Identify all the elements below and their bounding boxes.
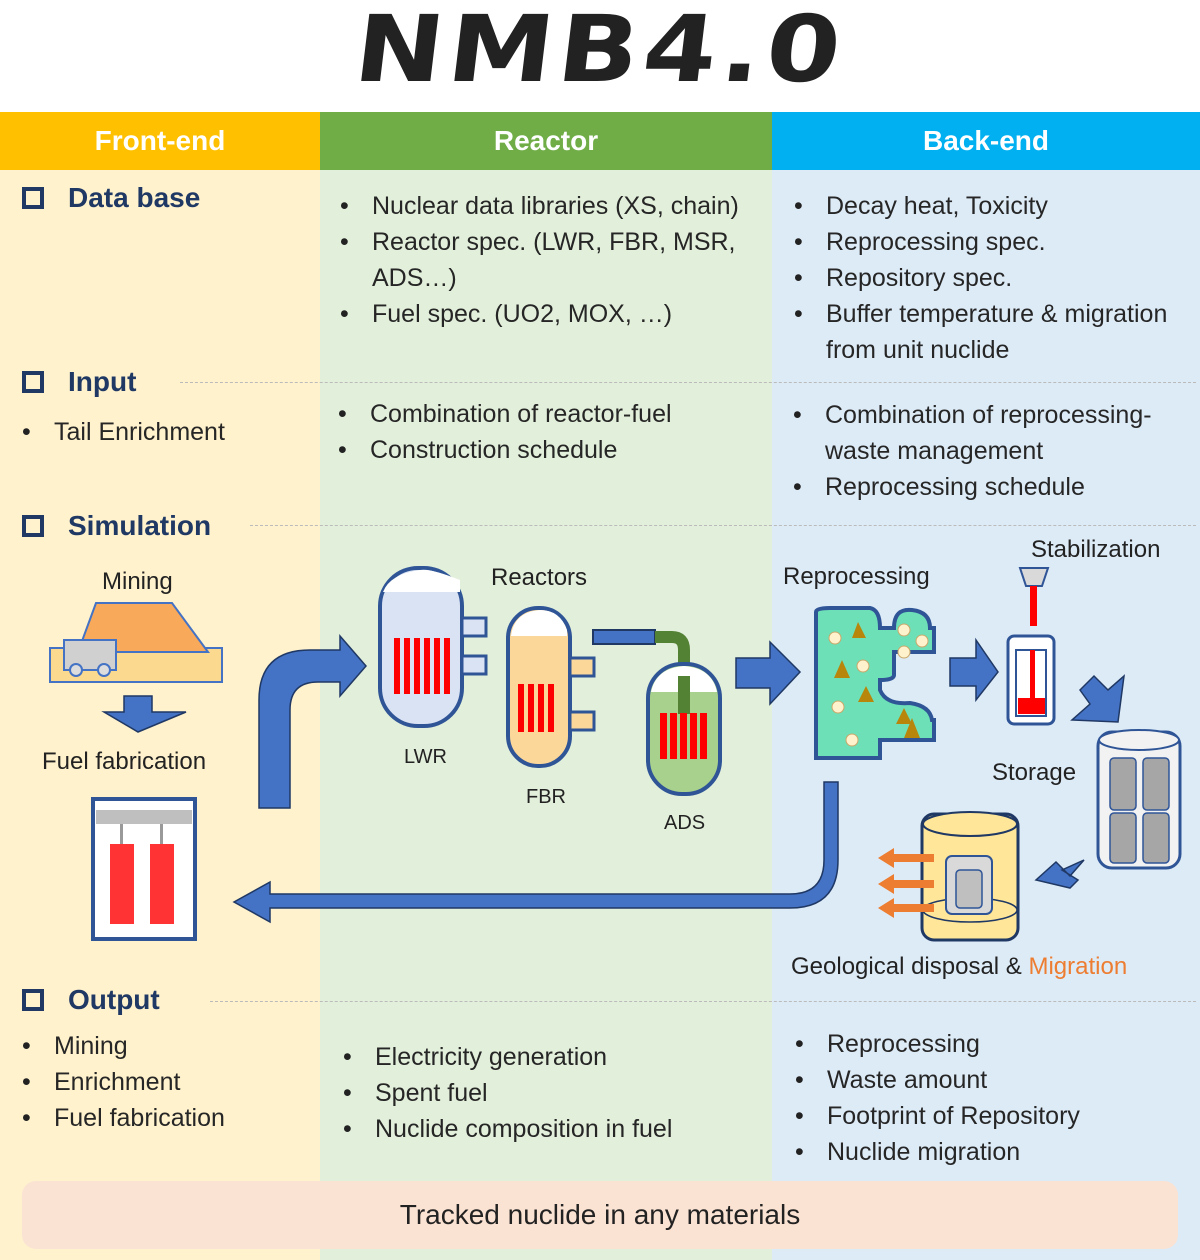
mining-icon bbox=[49, 602, 223, 683]
label-storage: Storage bbox=[992, 759, 1077, 786]
label-migration: Migration bbox=[1028, 953, 1128, 980]
database-reactor-list: Nuclear data libraries (XS, chain) React… bbox=[338, 188, 778, 332]
label-lwr: LWR bbox=[404, 746, 447, 768]
section-title: Simulation bbox=[68, 510, 212, 541]
list-item: Decay heat, Toxicity bbox=[792, 188, 1192, 224]
section-title: Data base bbox=[68, 182, 201, 213]
footer-banner: Tracked nuclide in any materials bbox=[22, 1181, 1178, 1249]
input-front-list: Tail Enrichment bbox=[20, 414, 320, 450]
output-reactor-list: Electricity generation Spent fuel Nuclid… bbox=[341, 1039, 771, 1147]
reactor-header: Reactor bbox=[320, 112, 772, 170]
stabilization-icon bbox=[1006, 567, 1056, 726]
section-database: Data base bbox=[22, 182, 200, 214]
list-item: Reprocessing schedule bbox=[791, 469, 1196, 505]
return-arrow-icon bbox=[232, 781, 839, 924]
list-item: Electricity generation bbox=[341, 1039, 771, 1075]
list-item: Mining bbox=[20, 1028, 320, 1064]
list-item: Nuclide migration bbox=[793, 1134, 1193, 1170]
section-output: Output bbox=[22, 984, 160, 1016]
lwr-reactor-icon bbox=[378, 566, 488, 728]
list-item: Fuel spec. (UO2, MOX, …) bbox=[338, 296, 778, 332]
geological-repository-icon bbox=[920, 811, 1020, 942]
fuel-assembly-icon bbox=[91, 797, 197, 941]
list-item: Fuel fabrication bbox=[20, 1100, 320, 1136]
list-item: Reprocessing spec. bbox=[792, 224, 1192, 260]
section-input: Input bbox=[22, 366, 136, 398]
back-end-header: Back-end bbox=[772, 112, 1200, 170]
label-geological-text: Geological disposal & bbox=[791, 953, 1029, 980]
arrow-down-icon bbox=[101, 695, 187, 733]
section-title: Input bbox=[68, 366, 137, 397]
list-item: Reprocessing bbox=[793, 1026, 1193, 1062]
divider bbox=[210, 1001, 1196, 1002]
list-item: Enrichment bbox=[20, 1064, 320, 1100]
reprocessing-plant-icon bbox=[814, 606, 936, 760]
arrow-down-left-icon bbox=[1034, 859, 1085, 889]
list-item: Construction schedule bbox=[336, 432, 766, 468]
label-stabilization: Stabilization bbox=[1031, 536, 1161, 563]
label-ads: ADS bbox=[664, 812, 706, 834]
output-front-list: Mining Enrichment Fuel fabrication bbox=[20, 1028, 320, 1136]
input-reactor-list: Combination of reactor-fuel Construction… bbox=[336, 396, 766, 468]
fbr-reactor-icon bbox=[506, 606, 596, 768]
ads-reactor-icon bbox=[592, 629, 722, 796]
square-bullet-icon bbox=[22, 989, 44, 1011]
list-item: Spent fuel bbox=[341, 1075, 771, 1111]
list-item: Waste amount bbox=[793, 1062, 1193, 1098]
label-mining: Mining bbox=[102, 568, 173, 595]
list-item: Combination of reactor-fuel bbox=[336, 396, 766, 432]
list-item: Nuclide composition in fuel bbox=[341, 1111, 771, 1147]
list-item: Nuclear data libraries (XS, chain) bbox=[338, 188, 778, 224]
arrow-to-reactors-icon bbox=[258, 633, 367, 809]
migration-arrows-icon bbox=[878, 848, 934, 918]
square-bullet-icon bbox=[22, 371, 44, 393]
arrow-down-right-icon bbox=[1070, 674, 1126, 723]
list-item: Combination of reprocessing-waste manage… bbox=[791, 397, 1196, 469]
arrow-right-icon bbox=[949, 637, 999, 703]
database-back-list: Decay heat, Toxicity Reprocessing spec. … bbox=[792, 188, 1192, 368]
output-back-list: Reprocessing Waste amount Footprint of R… bbox=[793, 1026, 1193, 1170]
square-bullet-icon bbox=[22, 187, 44, 209]
list-item: Repository spec. bbox=[792, 260, 1192, 296]
label-geological-disposal: Geological disposal & Migration bbox=[791, 953, 1127, 981]
front-end-header: Front-end bbox=[0, 112, 320, 170]
label-fbr: FBR bbox=[526, 786, 566, 808]
storage-cask-icon bbox=[1096, 729, 1182, 870]
input-back-list: Combination of reprocessing-waste manage… bbox=[791, 397, 1196, 505]
section-simulation: Simulation bbox=[22, 510, 211, 542]
divider bbox=[180, 382, 1196, 383]
label-reactors: Reactors bbox=[491, 564, 588, 591]
divider bbox=[250, 525, 1196, 526]
arrow-right-icon bbox=[735, 640, 802, 706]
list-item: Tail Enrichment bbox=[20, 414, 320, 450]
label-reprocessing: Reprocessing bbox=[783, 563, 930, 590]
section-title: Output bbox=[68, 984, 160, 1015]
list-item: Reactor spec. (LWR, FBR, MSR, ADS…) bbox=[338, 224, 778, 296]
label-fuel-fabrication: Fuel fabrication bbox=[42, 748, 207, 775]
square-bullet-icon bbox=[22, 515, 44, 537]
list-item: Buffer temperature & migration from unit… bbox=[792, 296, 1192, 368]
list-item: Footprint of Repository bbox=[793, 1098, 1193, 1134]
